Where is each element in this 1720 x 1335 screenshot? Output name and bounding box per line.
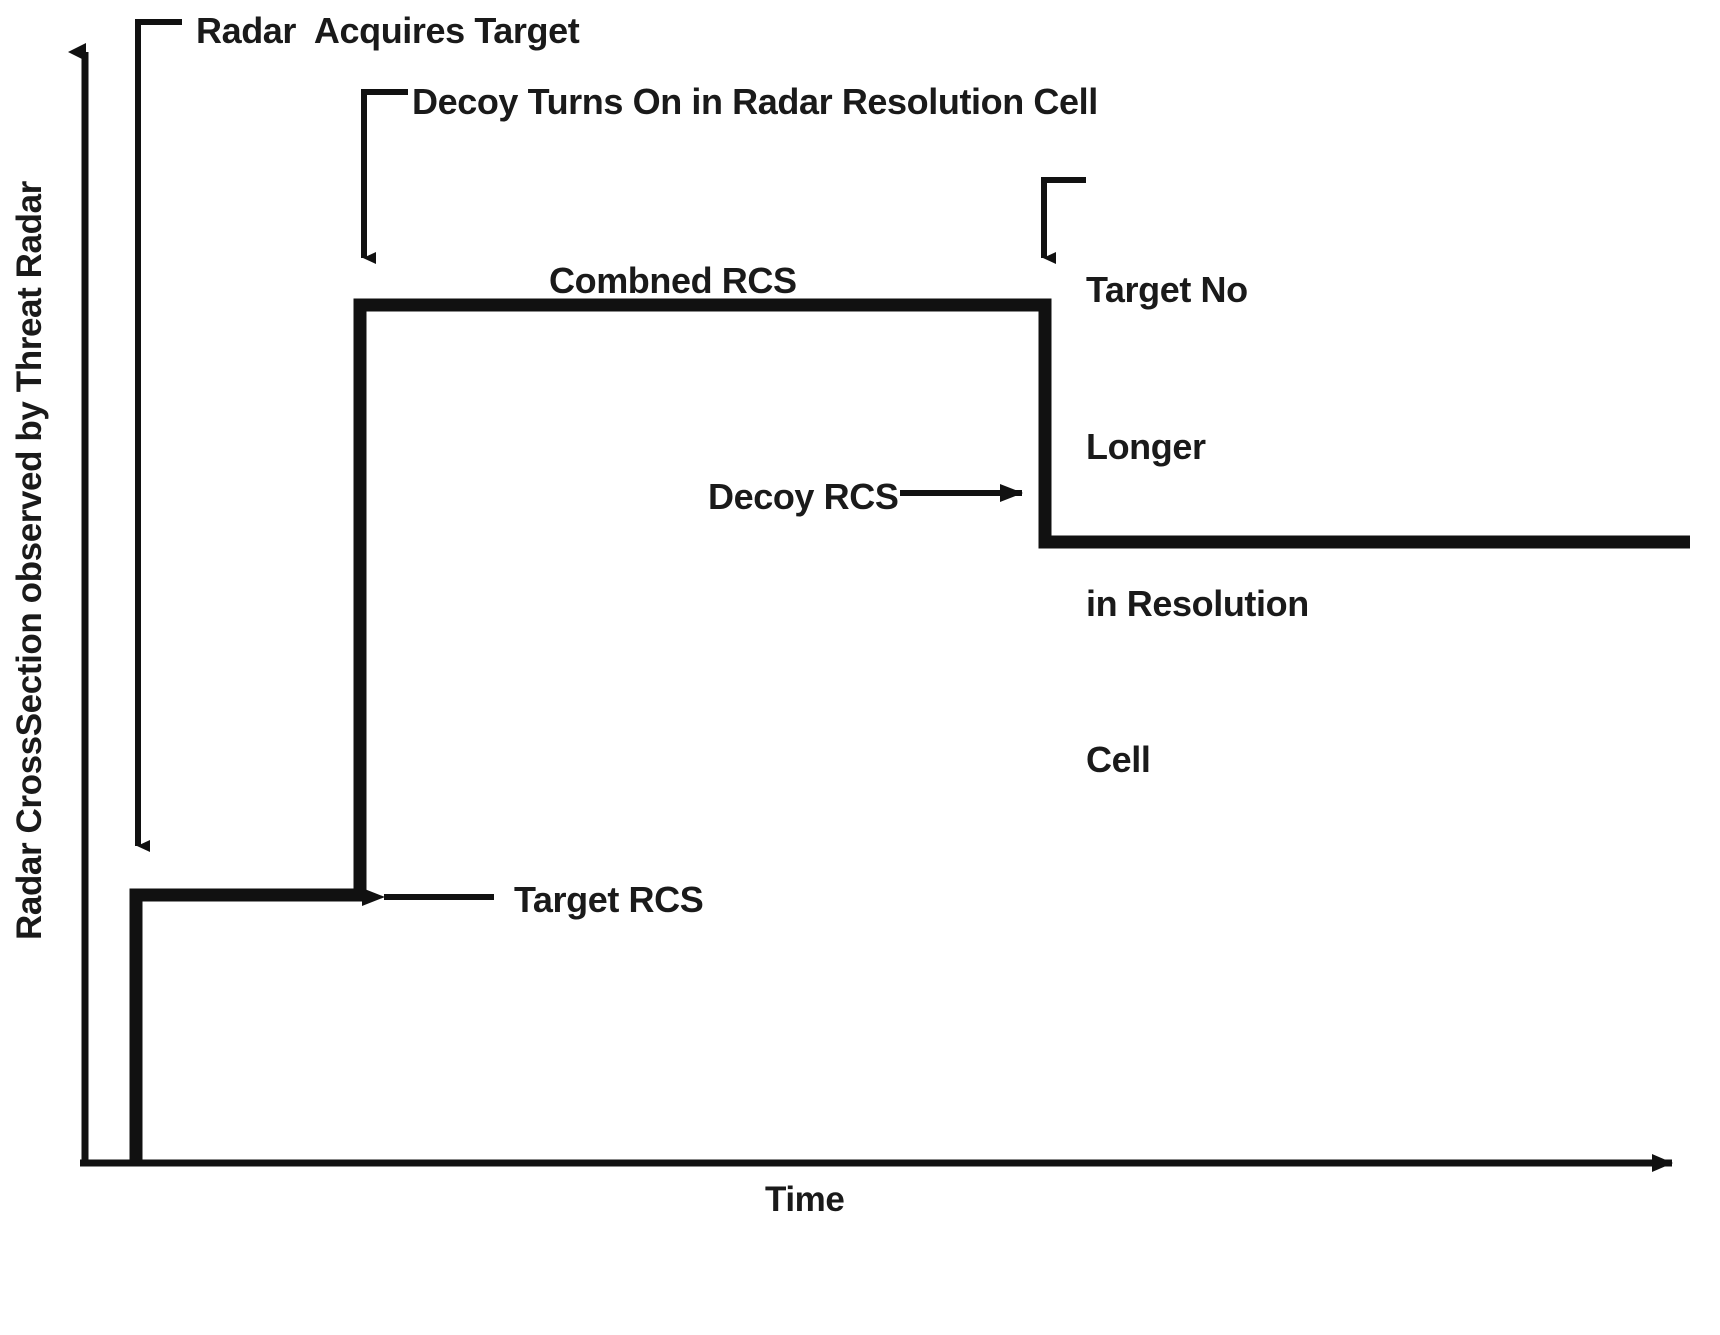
x-axis-label: Time <box>765 1180 845 1219</box>
decoy-turns-on-leader <box>361 89 408 264</box>
callout-target-no-longer: Target No Longer in Resolution Cell <box>1086 160 1309 891</box>
y-axis-label: Radar CrossSection observed by Threat Ra… <box>10 181 49 940</box>
series-label-decoy-rcs: Decoy RCS <box>708 476 899 517</box>
target-no-longer-leader <box>1041 177 1086 264</box>
series-label-target-rcs: Target RCS <box>514 879 704 920</box>
callout-decoy-turns-on: Decoy Turns On in Radar Resolution Cell <box>412 81 1098 122</box>
callout-target-no-longer-line3: in Resolution <box>1086 582 1309 624</box>
rcs-step-curve <box>129 298 1690 1163</box>
callout-radar-acquires-target: Radar Acquires Target <box>196 10 580 51</box>
series-label-combined-rcs: Combned RCS <box>549 260 797 301</box>
callout-target-no-longer-line1: Target No <box>1086 269 1248 311</box>
callout-target-no-longer-line2: Longer <box>1086 425 1206 467</box>
radar-acquires-target-leader <box>135 19 182 852</box>
callout-target-no-longer-line4: Cell <box>1086 739 1151 781</box>
